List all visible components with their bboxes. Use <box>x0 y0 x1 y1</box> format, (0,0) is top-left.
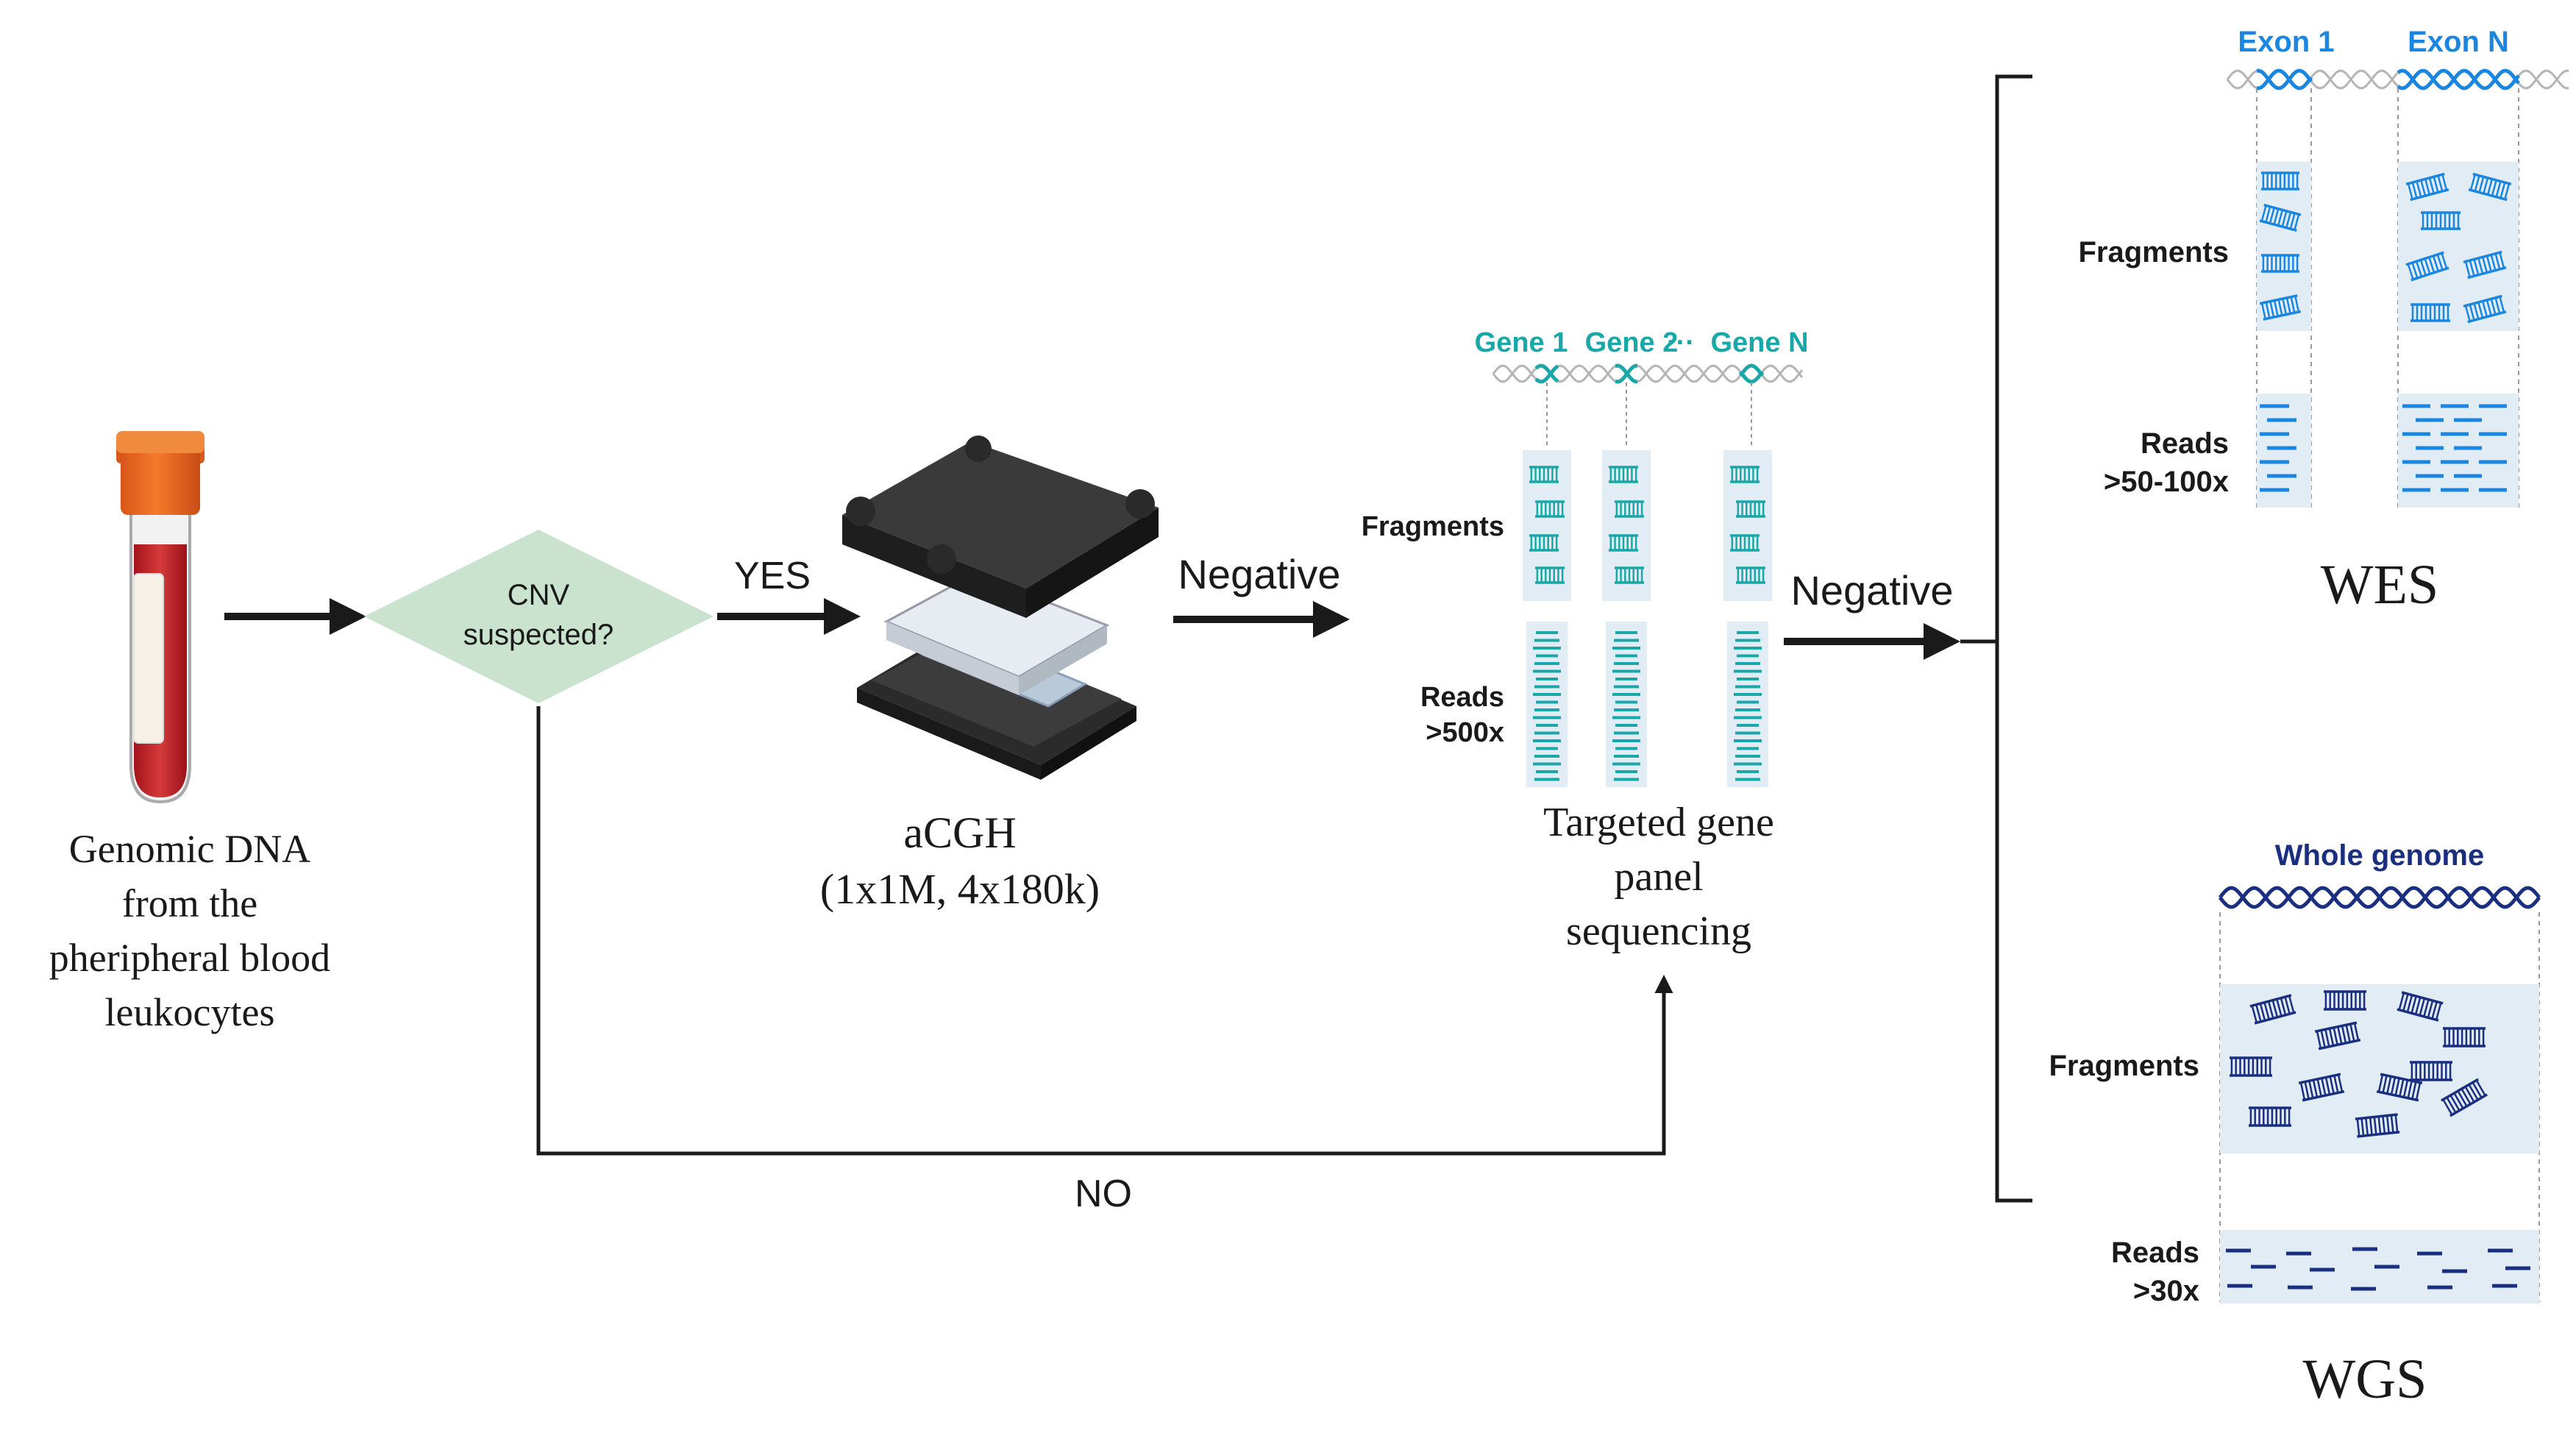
wgs-reads-label-line-2: >30x <box>2133 1275 2199 1307</box>
wes-caption: WES <box>2321 554 2438 616</box>
options-bracket <box>1995 74 2032 1203</box>
gene-n-label: Gene N <box>1710 327 1808 358</box>
panel-caption-line-1: Targeted gene <box>1543 800 1774 845</box>
decision-label-line-1: CNV <box>508 579 570 611</box>
cnv-decision-diamond <box>364 530 714 703</box>
panel-caption-line-3: sequencing <box>1566 908 1751 954</box>
acgh-subtitle: (1x1M, 4x180k) <box>820 865 1100 913</box>
wgs-reads-label-line-1: Reads <box>2111 1237 2199 1269</box>
wes-reads-label-line-1: Reads <box>2141 427 2229 460</box>
panel-reads-label-line-2: >500x <box>1426 717 1504 748</box>
acgh-array-device-icon <box>842 435 1159 780</box>
panel-fragments-label: Fragments <box>1362 511 1504 542</box>
wgs-read-icons <box>2226 1247 2530 1291</box>
arrow-no-path <box>536 706 1673 1156</box>
decision-label-line-2: suspected? <box>463 619 614 651</box>
panel-caption-line-2: panel <box>1614 854 1703 900</box>
tube-caption-line-2: from the <box>122 881 257 925</box>
yes-label: YES <box>734 555 811 597</box>
wes-fragments-label: Fragments <box>2079 236 2230 269</box>
panel-dna-helix-icon <box>1492 363 1804 445</box>
panel-reads-label-line-1: Reads <box>1420 682 1504 713</box>
panel-read-icons <box>1533 631 1762 781</box>
negative-label-1: Negative <box>1178 551 1340 597</box>
wgs-fragment-icons <box>2230 990 2488 1138</box>
wgs-caption: WGS <box>2303 1348 2427 1410</box>
tube-caption-line-1: Genomic DNA <box>69 827 310 871</box>
gene-2-label: Gene 2 <box>1585 327 1679 358</box>
exon-1-label: Exon 1 <box>2238 26 2334 58</box>
wes-reads-label-line-2: >50-100x <box>2104 466 2229 498</box>
wes-read-icons <box>2260 404 2507 492</box>
blood-tube-icon <box>116 431 204 804</box>
gene-1-label: Gene 1 <box>1475 327 1568 358</box>
panel-fragment-icons <box>1529 466 1765 584</box>
exon-n-label: Exon N <box>2408 26 2509 58</box>
wgs-fragments-label: Fragments <box>2049 1050 2200 1082</box>
whole-genome-label: Whole genome <box>2275 839 2484 872</box>
wes-fragment-icons <box>2259 171 2512 324</box>
tube-caption-line-4: leukocytes <box>105 990 275 1034</box>
gene-ellipsis: ··· <box>1667 327 1695 358</box>
negative-label-2: Negative <box>1790 567 1953 614</box>
tube-caption-line-3: pheripheral blood <box>49 936 330 980</box>
wgs-dna-helix-icon <box>2219 886 2541 909</box>
acgh-title: aCGH <box>903 808 1016 857</box>
no-label: NO <box>1075 1173 1132 1215</box>
wes-dna-helix-icon <box>2226 68 2569 90</box>
